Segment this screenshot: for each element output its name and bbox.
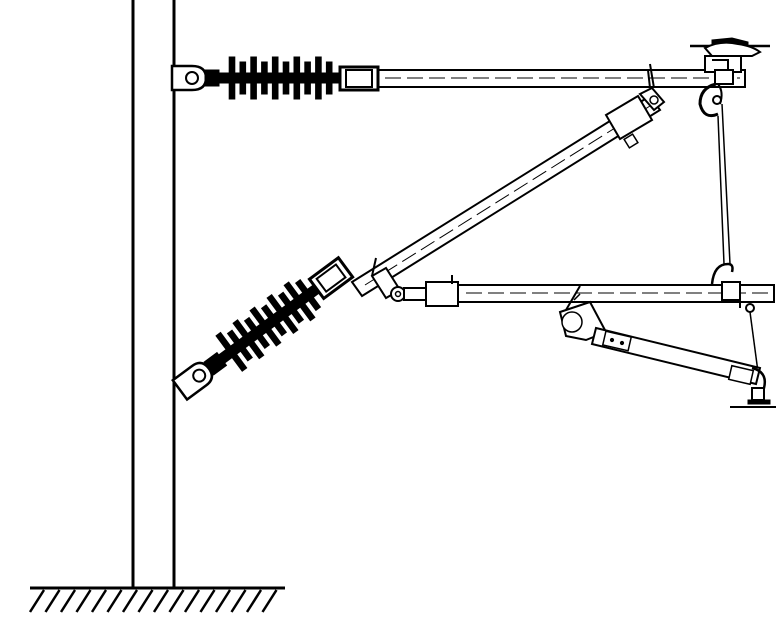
- insulator-shed: [261, 61, 268, 95]
- insulator-shed: [239, 61, 247, 95]
- insulator-shed: [282, 61, 290, 95]
- insulator-shed: [271, 56, 279, 100]
- upper-end-fitting: [649, 37, 770, 118]
- hatch-line: [261, 589, 278, 613]
- hatch-line: [44, 589, 61, 613]
- insulator-shed: [226, 329, 253, 362]
- insulator-shed: [228, 56, 236, 100]
- upper-cantilever-insulator: [170, 56, 380, 100]
- diagonal-brace-tube: [350, 69, 666, 298]
- hatch-line: [152, 589, 170, 613]
- hatch-line: [28, 589, 46, 613]
- messenger-wire-dropper: [717, 103, 759, 373]
- hatch-line: [214, 589, 232, 613]
- insulator-shed: [304, 61, 311, 95]
- hatch-line: [75, 589, 92, 613]
- insulator-shed: [325, 61, 333, 95]
- hatch-line: [168, 589, 185, 613]
- insulator-shed: [249, 306, 282, 347]
- insulator-shed: [260, 304, 288, 337]
- insulator-shed: [243, 316, 270, 349]
- insulator-shed: [277, 291, 305, 324]
- steady-arm: [558, 285, 766, 394]
- hatch-line: [59, 589, 77, 613]
- hatch-line: [137, 589, 154, 613]
- hatch-line: [230, 589, 247, 613]
- insulator-shed: [266, 293, 299, 335]
- hatch-line: [183, 589, 201, 613]
- contact-wire-clamp: [730, 387, 776, 408]
- insulator-shed: [283, 281, 316, 322]
- insulator-shed: [215, 331, 248, 372]
- hatch-line: [106, 589, 123, 613]
- lower-cantilever-tube: [370, 257, 775, 313]
- hatch-line: [245, 589, 263, 613]
- mast-pole: [131, 0, 176, 590]
- insulator-shed: [293, 56, 301, 100]
- ground-hatching: [28, 586, 285, 613]
- insulator-shed: [250, 56, 257, 100]
- diagonal-brace-insulator: [171, 255, 355, 402]
- insulator-shed: [315, 56, 322, 100]
- upper-cantilever-tube: [374, 69, 746, 88]
- hatch-line: [121, 589, 139, 613]
- insulator-shed: [294, 279, 322, 312]
- hatch-line: [199, 589, 216, 613]
- insulator-shed: [232, 319, 265, 360]
- hatch-line: [90, 589, 108, 613]
